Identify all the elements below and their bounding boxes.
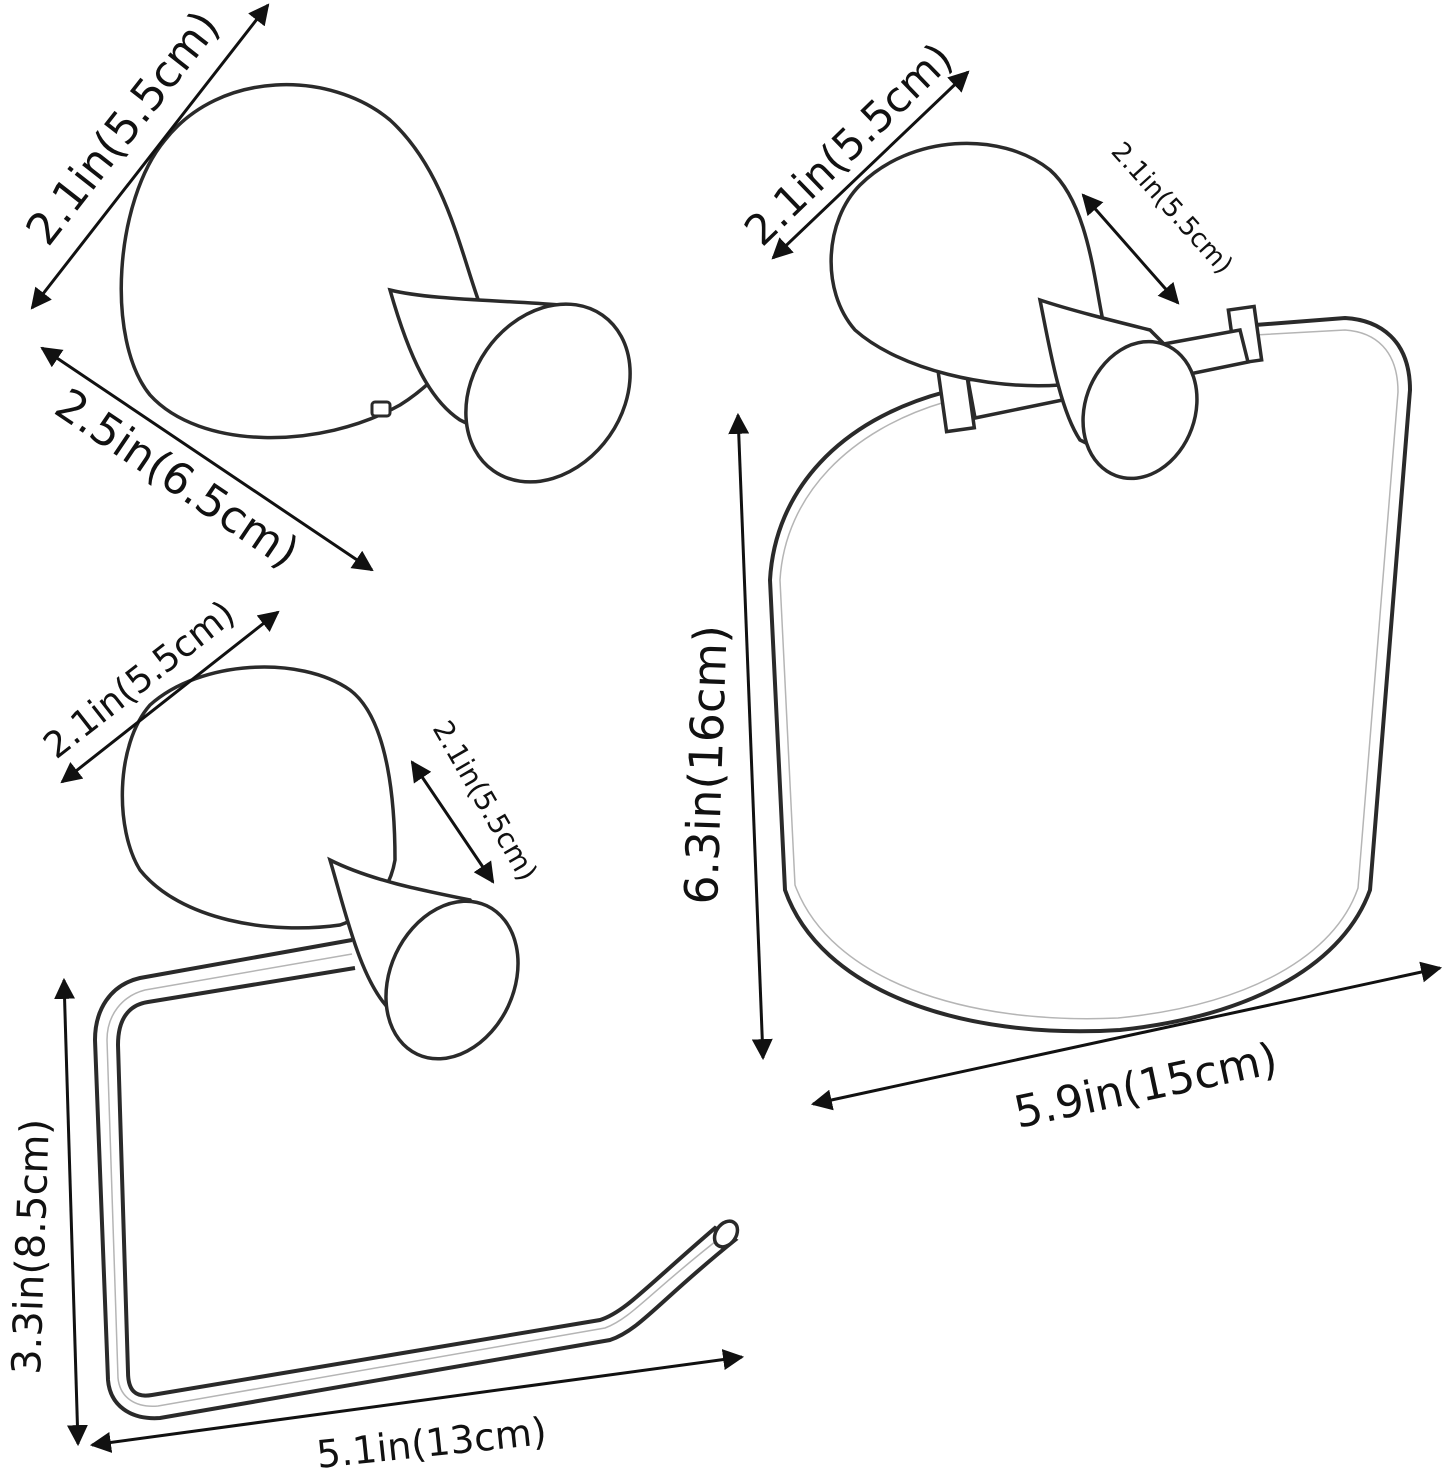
paper-holder [92, 665, 740, 1421]
towel-ring-width-label: 5.9in(15cm) [1010, 1033, 1282, 1138]
paper-holder-width-label: 5.1in(13cm) [314, 1409, 548, 1477]
paper-holder-projection-label: 2.1in(5.5cm) [426, 715, 544, 887]
towel-ring-projection-arrow [1081, 193, 1180, 305]
paper-holder-height-label: 3.3in(8.5cm) [4, 1118, 59, 1375]
towel-ring-projection-label: 2.1in(5.5cm) [1105, 137, 1239, 281]
towel-ring [767, 141, 1413, 1034]
hook-height-arrow [30, 3, 270, 310]
towel-ring-end-cap [1081, 339, 1199, 481]
towel-ring-width-arrow [810, 961, 1443, 1111]
hook-depth-arrow [40, 346, 374, 572]
paper-holder-height-arrow [54, 977, 88, 1447]
towel-ring-base-arrow [771, 70, 970, 260]
towel-ring-height-label: 6.3in(16cm) [674, 624, 738, 905]
paper-holder-projection-arrow [410, 760, 495, 884]
hook-end-cap [464, 302, 632, 484]
paper-holder-base-arrow [60, 610, 280, 784]
paper-holder-end-cap [384, 899, 520, 1061]
towel-ring-height-arrow [728, 412, 773, 1061]
paper-holder-width-arrow [89, 1349, 745, 1453]
paper-holder-arm-tip [712, 1219, 740, 1249]
hook-screw [370, 400, 392, 418]
robe-hook [119, 82, 632, 484]
